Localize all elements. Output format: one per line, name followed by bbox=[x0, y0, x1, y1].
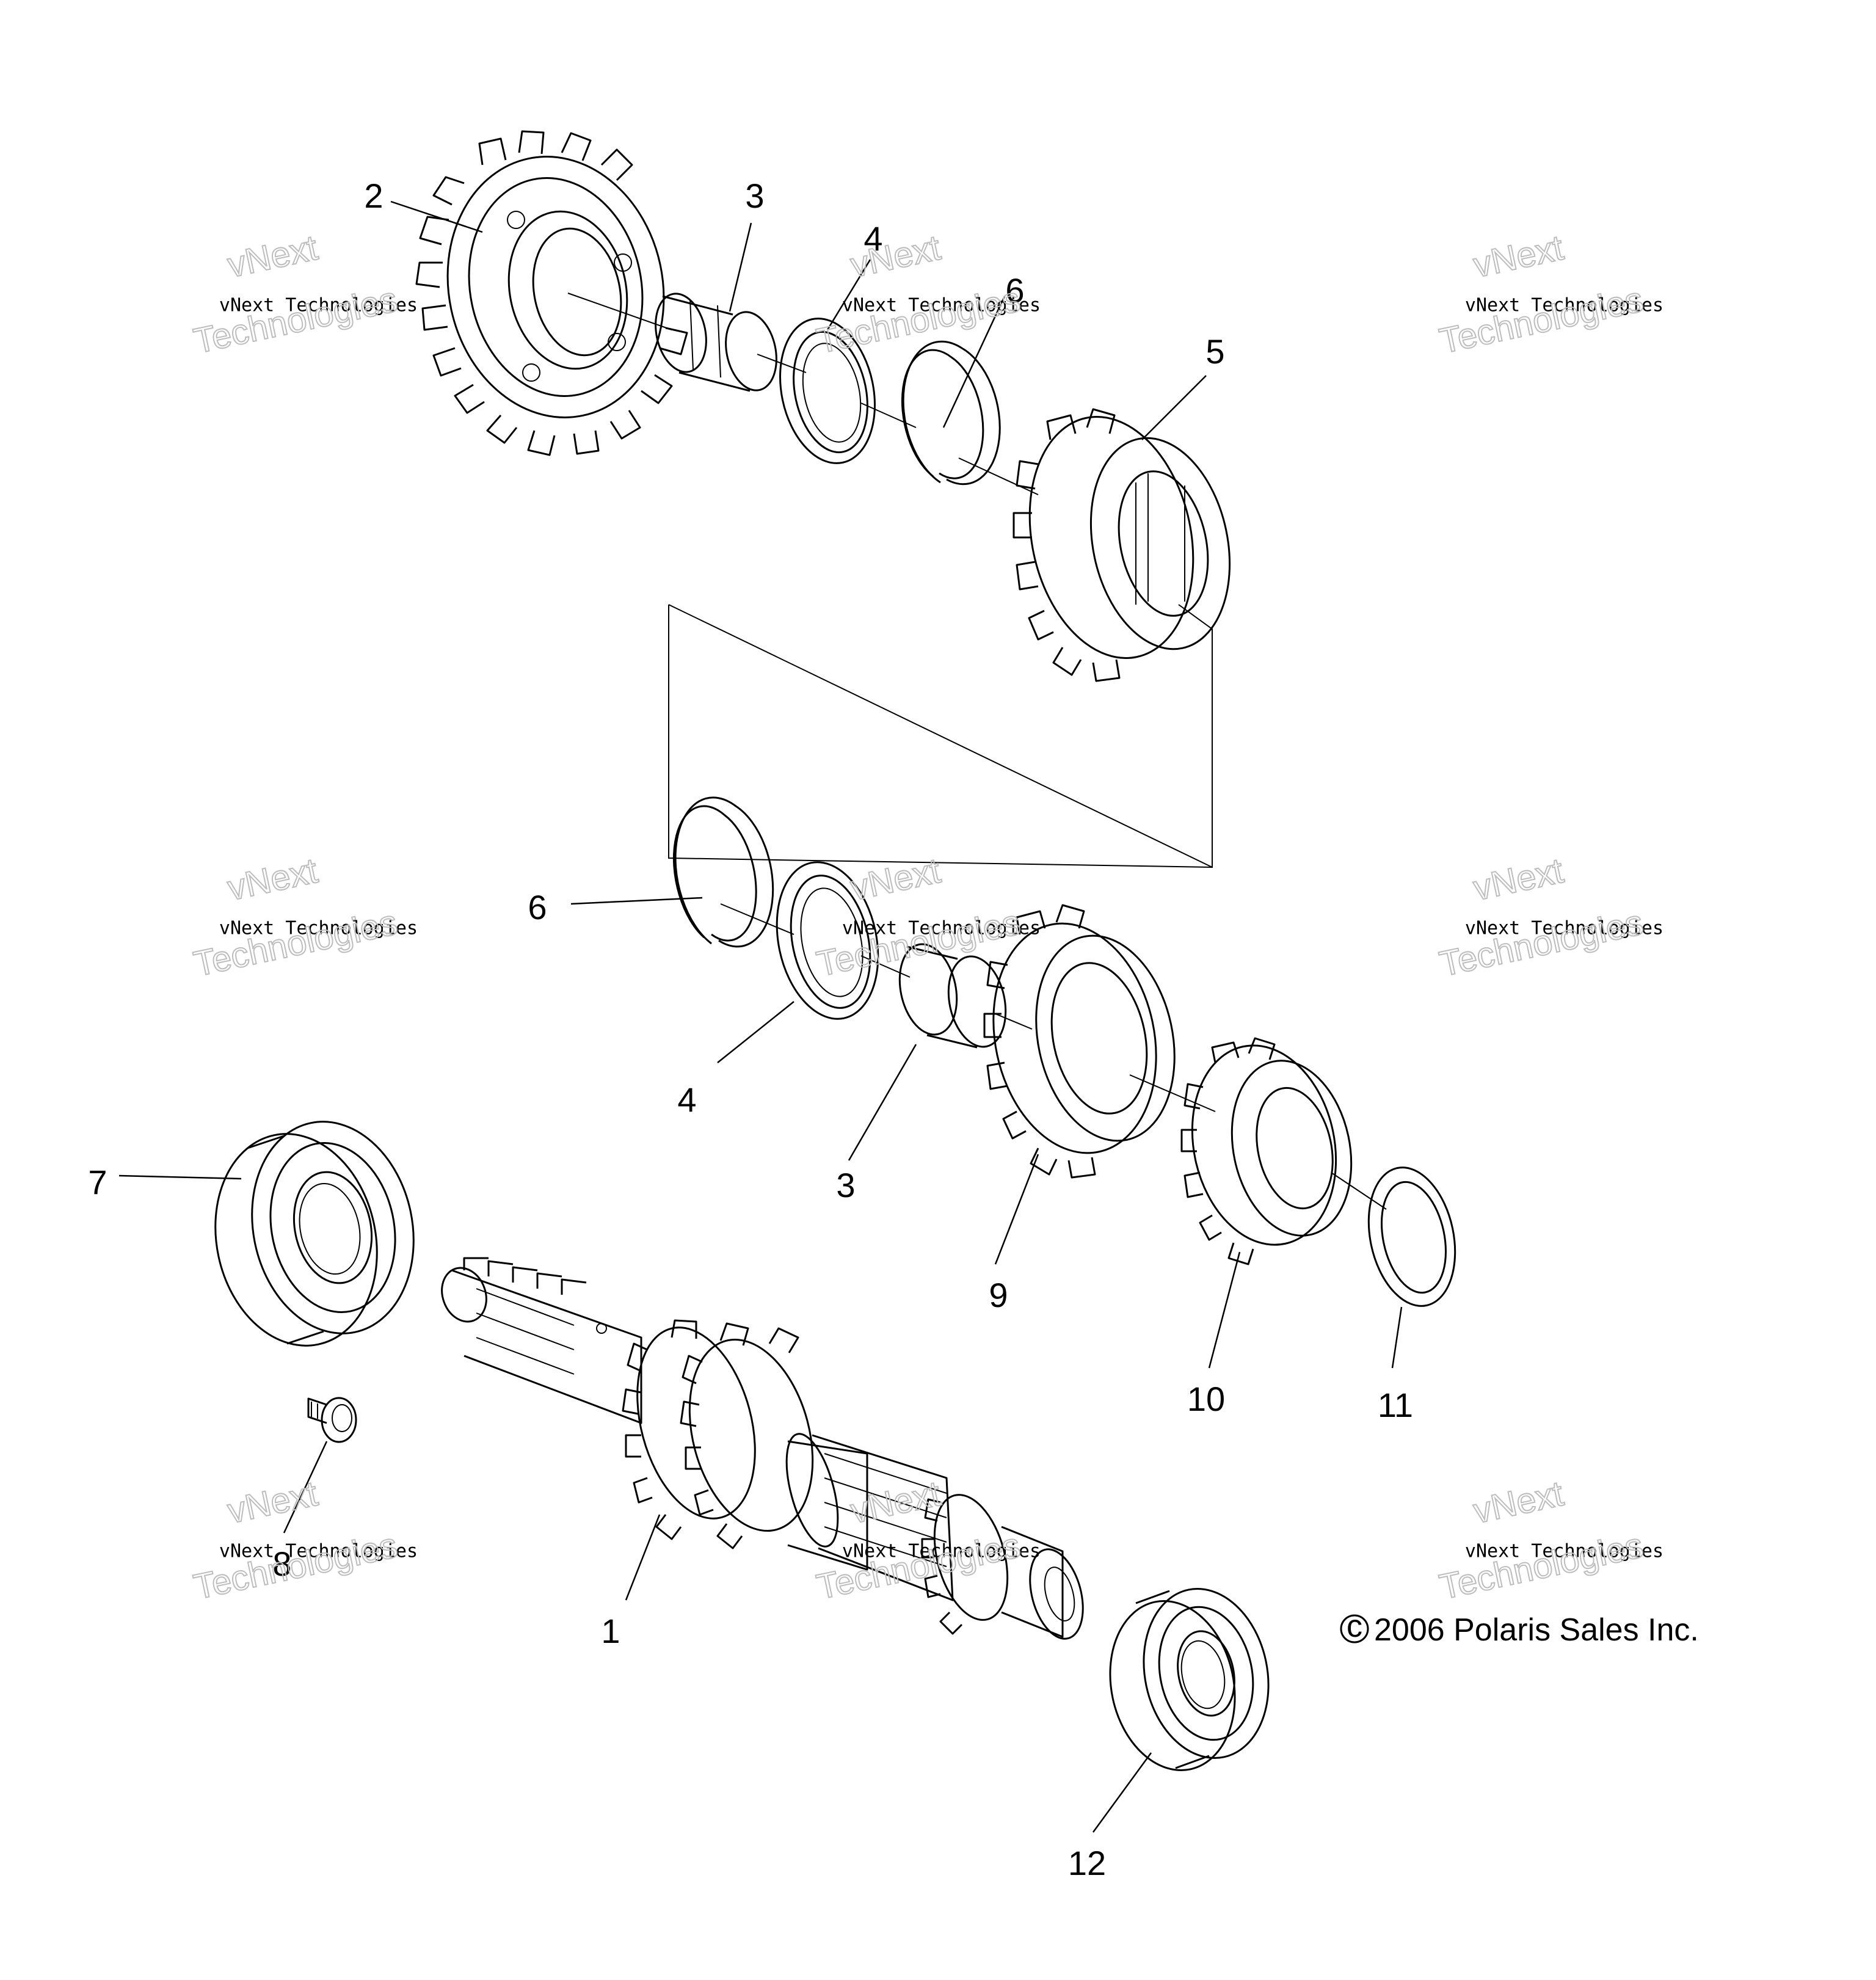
callout-9: 9 bbox=[989, 1276, 1008, 1314]
ball-bearing-part-12 bbox=[1109, 1587, 1270, 1772]
svg-text:Technologies: Technologies bbox=[1436, 902, 1647, 984]
svg-text:Technologies: Technologies bbox=[1436, 279, 1647, 361]
bearing-sleeve-part-3-lower bbox=[898, 943, 1007, 1049]
callout-1: 1 bbox=[601, 1612, 620, 1650]
ball-bearing-part-7 bbox=[214, 1121, 415, 1347]
watermark-4: vNext vNext Technologies Technologies bbox=[190, 850, 418, 985]
watermark-9: vNext vNext Technologies Technologies bbox=[1436, 1473, 1663, 1608]
callout-11: 11 bbox=[1378, 1386, 1413, 1424]
svg-text:vNext: vNext bbox=[1470, 1474, 1567, 1531]
svg-text:Technologies: Technologies bbox=[813, 279, 1024, 361]
svg-text:vNext: vNext bbox=[1470, 228, 1567, 285]
copyright-text: 2006 Polaris Sales Inc. bbox=[1374, 1612, 1699, 1648]
svg-text:vNext Technologies: vNext Technologies bbox=[219, 918, 418, 939]
svg-text:vNext Technologies: vNext Technologies bbox=[219, 295, 418, 316]
callout-4-lower: 4 bbox=[677, 1080, 696, 1119]
copyright-symbol: c bbox=[1347, 1609, 1362, 1644]
svg-text:Technologies: Technologies bbox=[1436, 1525, 1647, 1607]
svg-text:vNext: vNext bbox=[224, 1474, 321, 1531]
callout-3-top: 3 bbox=[745, 177, 764, 215]
svg-text:vNext Technologies: vNext Technologies bbox=[219, 1541, 418, 1562]
watermark-7: vNext vNext Technologies Technologies bbox=[190, 1473, 418, 1608]
bearing-sleeve-part-3-top bbox=[655, 293, 777, 392]
splined-washer-part-4-lower bbox=[776, 861, 879, 1020]
svg-text:vNext: vNext bbox=[224, 851, 321, 908]
callout-12: 12 bbox=[1068, 1844, 1106, 1882]
callout-3-lower: 3 bbox=[836, 1166, 855, 1204]
leader-lines bbox=[118, 200, 1403, 1833]
gear-part-10 bbox=[1180, 1037, 1353, 1265]
thrust-washer-part-11 bbox=[1367, 1167, 1456, 1307]
callout-6-top: 6 bbox=[1005, 271, 1024, 310]
svg-text:Technologies: Technologies bbox=[191, 902, 401, 984]
copyright-icon bbox=[1340, 1614, 1369, 1643]
svg-text:Technologies: Technologies bbox=[813, 902, 1024, 984]
callout-6-lower: 6 bbox=[528, 888, 547, 926]
svg-text:vNext: vNext bbox=[1470, 851, 1567, 908]
callout-2: 2 bbox=[364, 177, 383, 215]
svg-text:vNext Technologies: vNext Technologies bbox=[1465, 295, 1663, 316]
watermark-1: vNext vNext Technologies Technologies bbox=[190, 227, 418, 362]
svg-text:vNext Technologies: vNext Technologies bbox=[842, 1541, 1041, 1562]
svg-text:vNext Technologies: vNext Technologies bbox=[1465, 918, 1663, 939]
svg-text:vNext: vNext bbox=[847, 851, 944, 908]
gear-part-2 bbox=[415, 130, 688, 456]
callout-7: 7 bbox=[88, 1163, 107, 1201]
axis-centerlines bbox=[567, 293, 1387, 1210]
svg-text:vNext: vNext bbox=[224, 228, 321, 285]
callout-8: 8 bbox=[272, 1545, 291, 1583]
callout-labels: 1 2 3 4 5 6 6 4 3 7 8 9 10 11 12 bbox=[88, 177, 1413, 1882]
snap-ring-part-6-lower bbox=[672, 796, 774, 948]
svg-text:vNext Technologies: vNext Technologies bbox=[842, 918, 1041, 939]
watermark-5: vNext vNext Technologies Technologies bbox=[813, 850, 1041, 985]
svg-text:vNext Technologies: vNext Technologies bbox=[1465, 1541, 1663, 1562]
callout-10: 10 bbox=[1187, 1380, 1225, 1418]
sliding-gear-part-5 bbox=[1013, 408, 1231, 682]
callout-4-top: 4 bbox=[863, 219, 882, 258]
svg-text:Technologies: Technologies bbox=[191, 279, 401, 361]
assembly-group-frame bbox=[668, 604, 1213, 868]
watermark-3: vNext vNext Technologies Technologies bbox=[1436, 227, 1663, 362]
bolt-part-8 bbox=[307, 1397, 357, 1443]
watermark-6: vNext vNext Technologies Technologies bbox=[1436, 850, 1663, 985]
svg-text:vNext Technologies: vNext Technologies bbox=[842, 295, 1041, 316]
main-shaft-part-1 bbox=[441, 1257, 1084, 1640]
svg-text:Technologies: Technologies bbox=[191, 1525, 401, 1607]
svg-text:vNext: vNext bbox=[847, 1474, 944, 1531]
gear-part-9 bbox=[983, 904, 1176, 1179]
copyright-notice: c 2006 Polaris Sales Inc. bbox=[1340, 1609, 1699, 1648]
callout-5: 5 bbox=[1205, 332, 1224, 371]
watermark-2: vNext vNext Technologies Technologies bbox=[813, 227, 1041, 362]
splined-washer-part-4-top bbox=[779, 318, 876, 464]
svg-text:vNext: vNext bbox=[847, 228, 944, 285]
svg-text:Technologies: Technologies bbox=[813, 1525, 1024, 1607]
